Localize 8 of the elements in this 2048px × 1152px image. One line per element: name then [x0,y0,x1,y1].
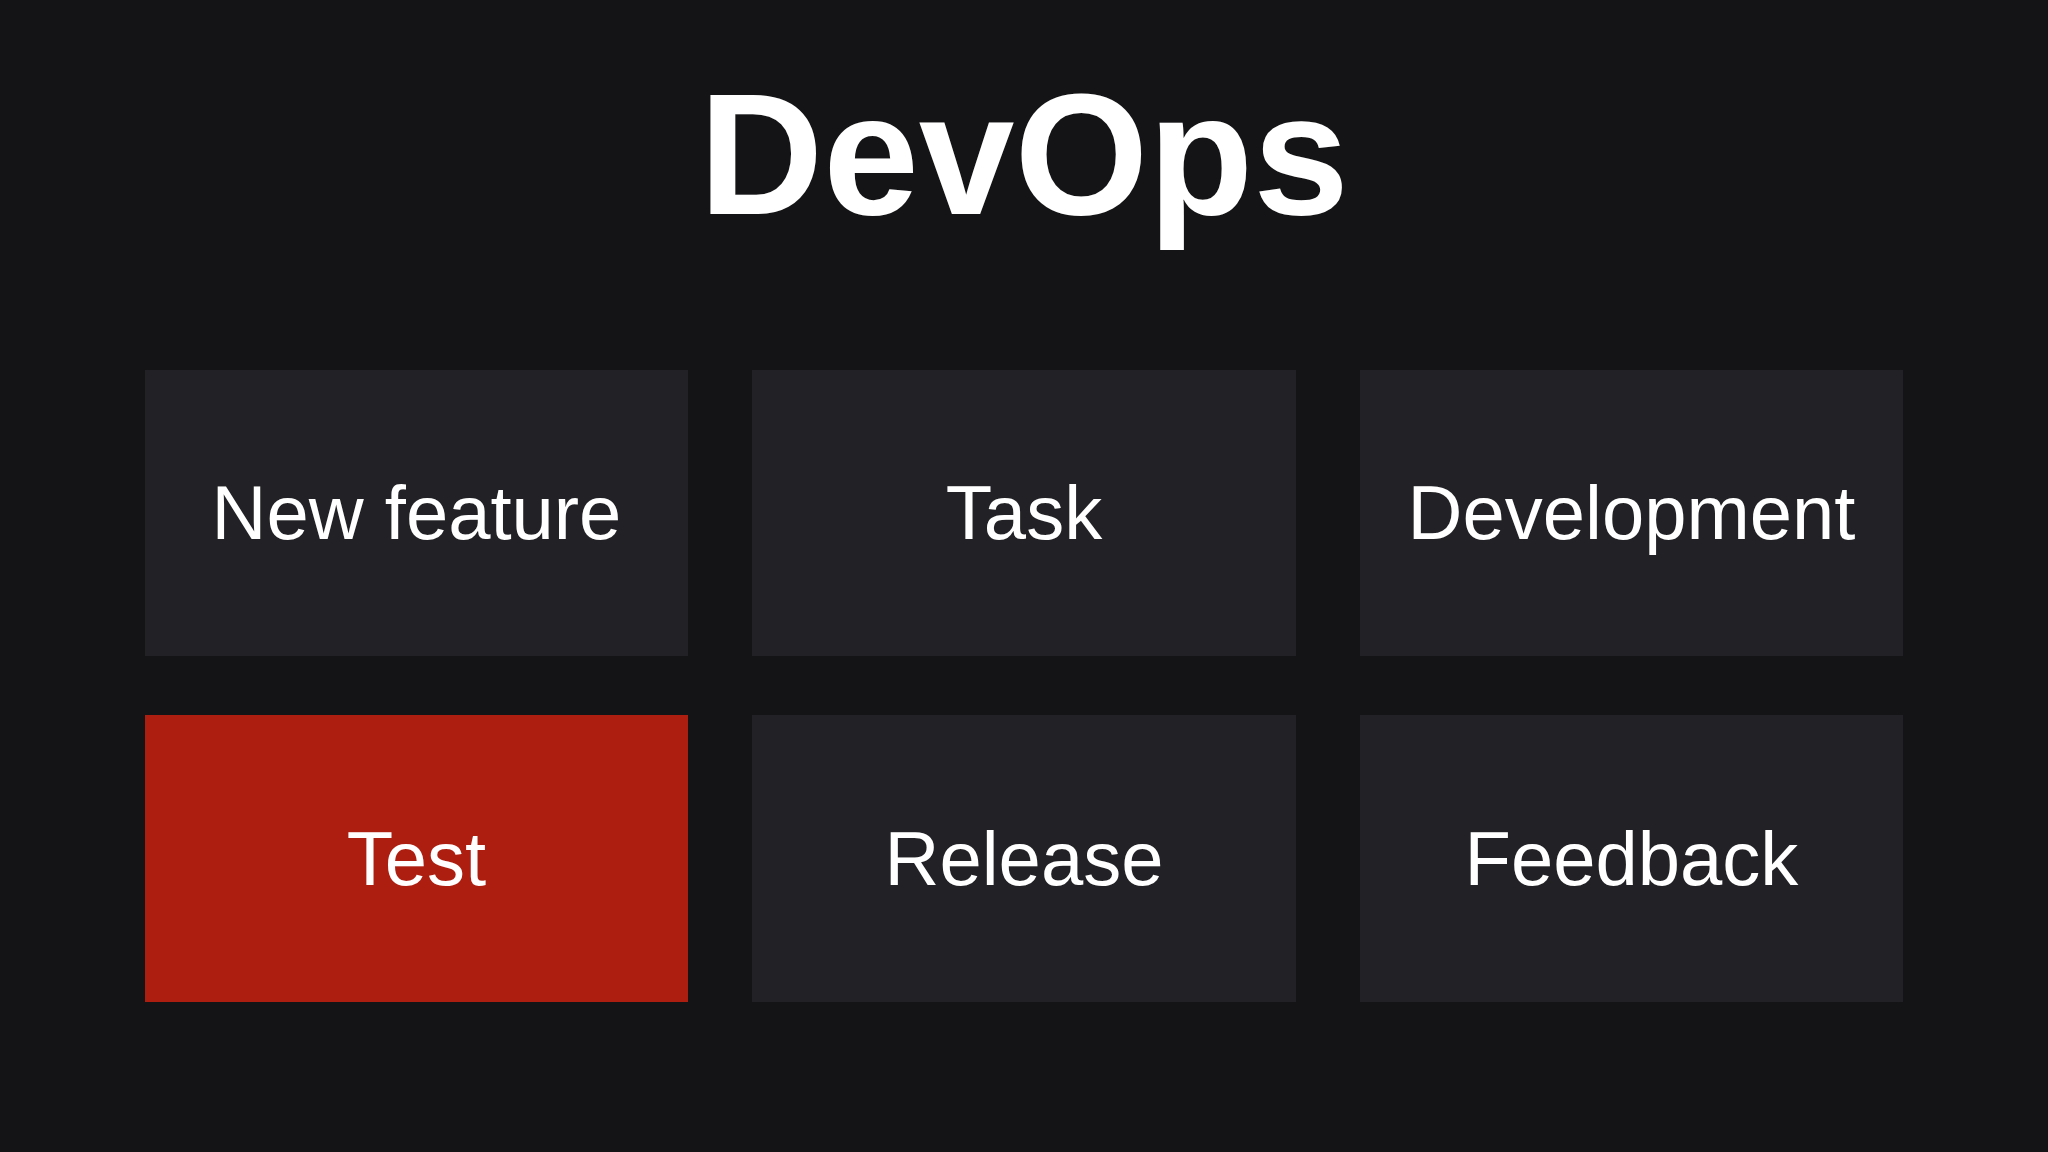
step-label: Development [1407,469,1856,557]
title: DevOps [698,60,1349,250]
step-label: New feature [211,469,622,557]
step-label: Test [346,814,487,903]
step-label: Release [884,814,1164,903]
step-label: Task [945,469,1103,557]
step-card [145,715,688,1002]
step-label: Feedback [1464,814,1799,903]
